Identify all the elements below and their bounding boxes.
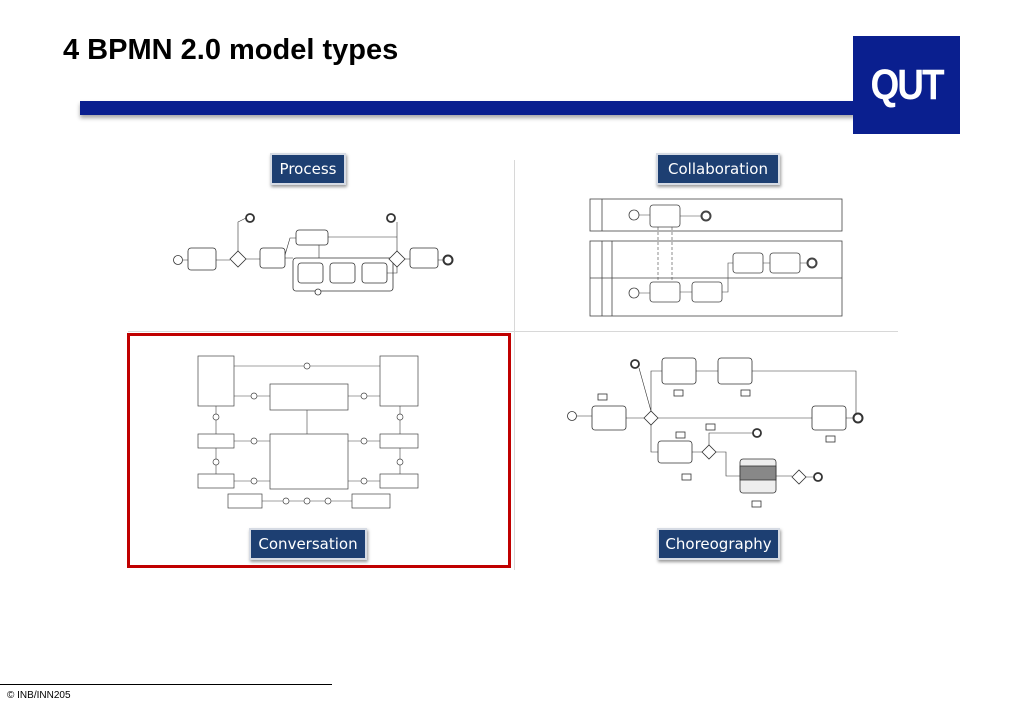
quadrant-divider-horizontal (128, 331, 898, 332)
process-task-close-order (409, 247, 439, 269)
process-end-event-top-left (245, 213, 255, 223)
conv-pool-consignee (269, 383, 349, 411)
choreography-diagram (567, 357, 864, 508)
process-gateway (229, 250, 247, 268)
process-end-event-top-right (386, 213, 396, 223)
collaboration-diagram (589, 198, 843, 317)
process-diagram (173, 213, 454, 296)
conversation-label: Conversation (249, 528, 367, 560)
quadrant-divider-vertical (514, 160, 515, 570)
process-task-fill-order (259, 247, 286, 269)
footer-rule (0, 684, 332, 685)
choreo-task-order-request (591, 405, 627, 431)
process-task-make-payment (329, 262, 356, 284)
collab-task-authorize-payment (649, 281, 681, 303)
collab-task-ship-goods (769, 252, 801, 274)
title-underline-bar (80, 101, 855, 115)
choreography-label: Choreography (657, 528, 780, 560)
conversation-diagram (197, 355, 419, 509)
footer-copyright: © INB/INN205 (7, 690, 71, 701)
process-task-accept-payment (361, 262, 388, 284)
conv-pool-retailer (197, 355, 235, 407)
logo-text: QUT (870, 60, 944, 108)
qut-logo: QUT (853, 36, 960, 134)
collab-task-process-order (691, 281, 723, 303)
collab-pool-top (589, 198, 843, 232)
process-subprocess (292, 257, 394, 292)
conv-pool-supplier (379, 355, 419, 407)
process-start-event (173, 255, 183, 265)
collaboration-label: Collaboration (656, 153, 780, 185)
conversation-highlight-frame (127, 333, 511, 568)
choreo-task-order-confirmation (661, 357, 697, 385)
process-end-event (442, 254, 454, 266)
process-timer-event (314, 288, 322, 296)
collab-task-pack-goods (732, 252, 764, 274)
collab-task-check-credit (649, 204, 681, 228)
process-label: Process (270, 153, 346, 185)
choreo-task-procure-parts (657, 440, 693, 464)
process-task-send-invoice (297, 262, 324, 284)
choreo-task-order-rejection (811, 405, 847, 431)
slide-title: 4 BPMN 2.0 model types (63, 34, 399, 66)
conv-pool-carrier (269, 433, 349, 490)
process-join-gateway (388, 250, 406, 268)
process-task-receive-order (187, 247, 217, 271)
process-task-ship-order (295, 229, 329, 246)
collab-pool-bottom (589, 240, 843, 317)
choreo-task-deliver-order (717, 357, 753, 385)
